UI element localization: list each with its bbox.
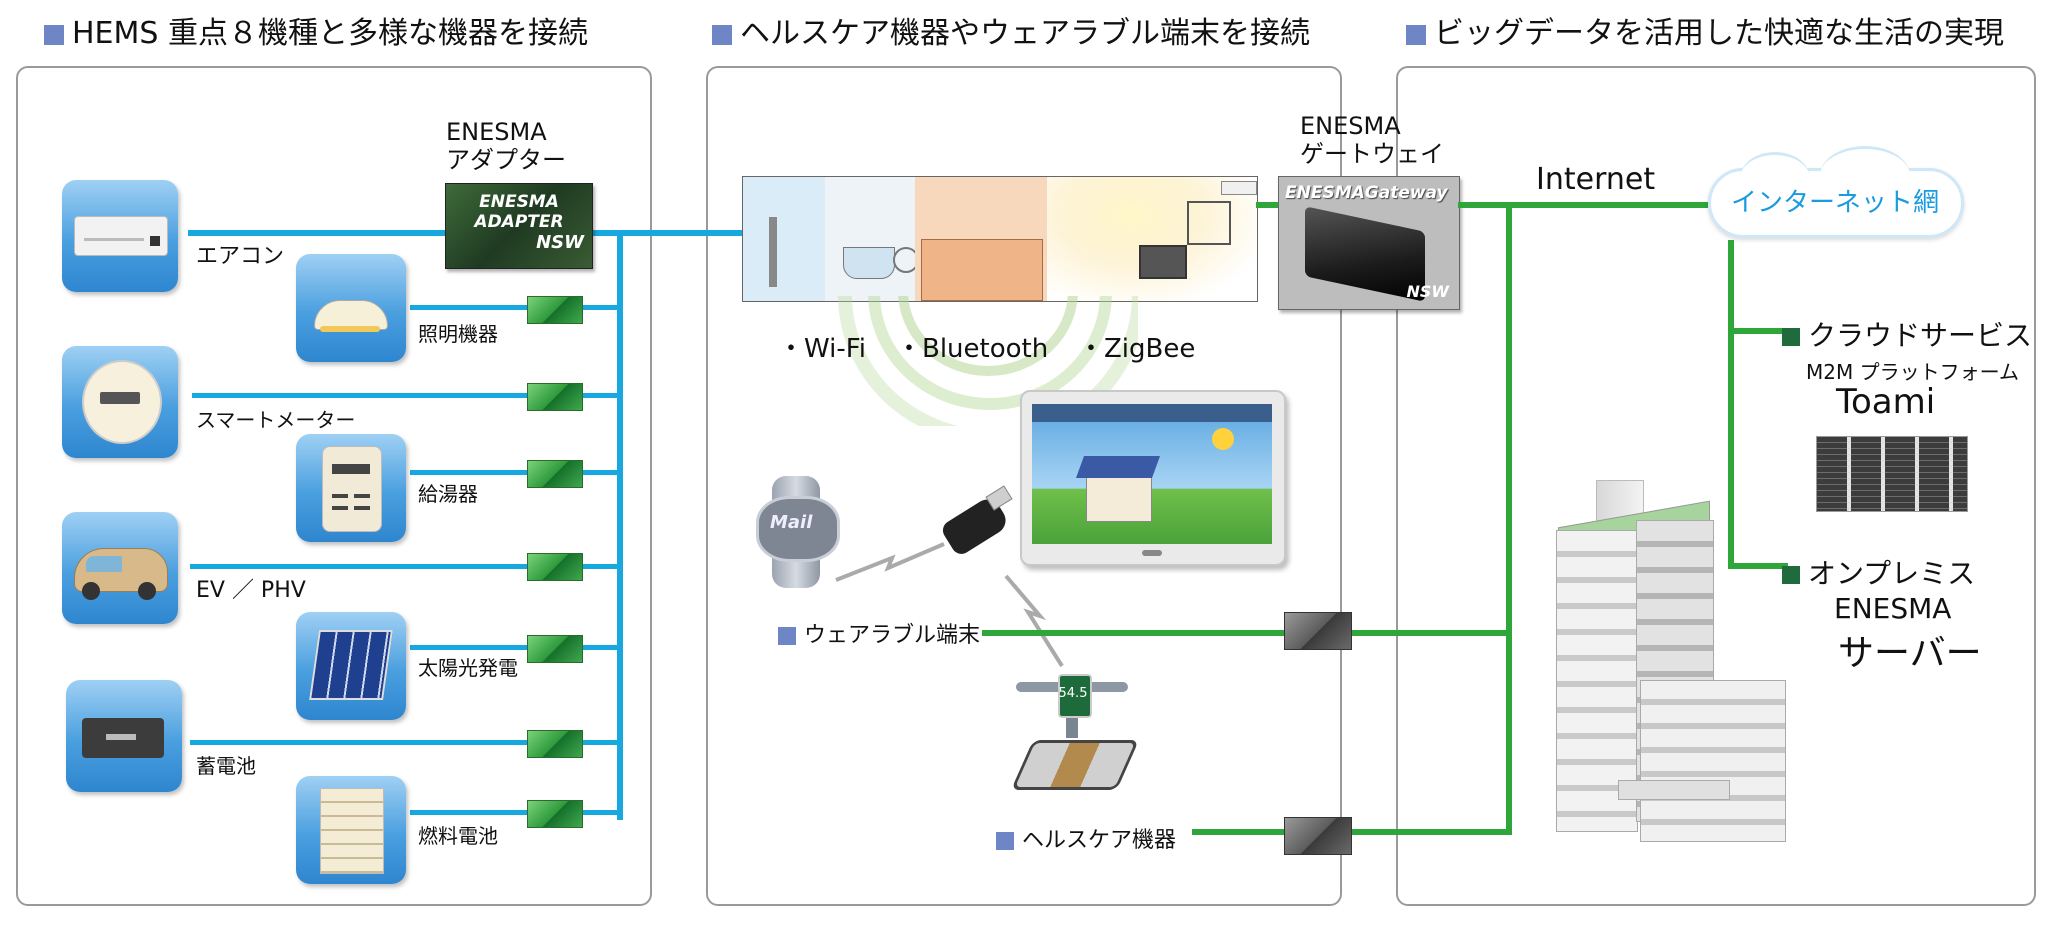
cloud-service-line — [1728, 328, 1788, 334]
body-scale-icon: 54.5 — [1010, 660, 1140, 790]
wireless-zigzag-scale-line — [1004, 574, 1064, 668]
light-line — [410, 305, 620, 310]
protocol-bluetooth: ・Bluetooth — [896, 334, 1049, 364]
protocol-wifi: ・Wi-Fi — [778, 334, 867, 364]
device-label-light: 照明機器 — [418, 322, 498, 346]
bluetooth-link-icon — [835, 542, 945, 582]
gateway-title-line1: ENESMA — [1300, 112, 1401, 140]
storage-battery-icon — [66, 680, 182, 792]
server-line2: サーバー — [1838, 633, 1982, 674]
relay-fuelcell — [527, 800, 583, 828]
platform-subtitle: M2M プラットフォーム — [1806, 360, 2019, 384]
office-building-icon — [1556, 480, 1786, 860]
solar-panel-icon — [296, 612, 406, 720]
device-label-meter: スマートメーター — [196, 408, 356, 432]
wearable-marker-icon — [778, 627, 796, 645]
cloud-bus-line — [1728, 240, 1734, 568]
watch-text: Mail — [770, 512, 813, 533]
adapter-title-line1: ENESMA — [446, 118, 547, 146]
device-label-car: EV ／ PHV — [196, 578, 306, 603]
heading-hems-text: HEMS 重点８機種と多様な機器を接続 — [72, 16, 588, 51]
cloud-label: インターネット網 — [1730, 188, 1939, 218]
wearable-label: ウェアラブル端末 — [778, 617, 980, 649]
enesma-gateway-box: ENESMAGateway NSW — [1278, 176, 1460, 310]
cloud-service-marker-icon — [1782, 328, 1800, 346]
heading-square-icon — [712, 24, 732, 45]
onpremise-label: オンプレミス — [1782, 552, 1975, 592]
fuelcell-line — [410, 810, 620, 815]
ceiling-light-icon — [296, 254, 406, 362]
relay-heater — [527, 460, 583, 488]
solar-line — [410, 645, 620, 650]
heading-square-icon — [1406, 24, 1426, 45]
gateway-title: ENESMA ゲートウェイ — [1300, 112, 1444, 168]
adapter-box-brand: NSW — [536, 232, 584, 253]
internet-cloud-icon: インターネット網 — [1700, 146, 1970, 242]
protocol-zigbee: ・ZigBee — [1078, 334, 1196, 364]
healthcare-marker-icon — [996, 832, 1014, 850]
heater-line — [410, 470, 620, 475]
gateway-box-label: ENESMAGateway — [1285, 183, 1448, 203]
smart-meter-icon — [62, 346, 178, 458]
meter-line — [192, 393, 620, 398]
onpremise-marker-icon — [1782, 566, 1800, 584]
tablet-display-icon — [1020, 390, 1286, 566]
platform-name: Toami — [1836, 382, 1936, 422]
scale-reading: 54.5 — [1058, 686, 1088, 701]
relay-meter — [527, 383, 583, 411]
heading-hems: HEMS 重点８機種と多様な機器を接続 — [44, 16, 588, 52]
home-interior-illustration — [742, 176, 1258, 302]
server-rack-icon — [1816, 436, 1968, 512]
internet-label: Internet — [1536, 162, 1656, 197]
healthcare-label-text: ヘルスケア機器 — [1022, 828, 1177, 853]
wearable-line — [982, 630, 1508, 636]
relay-car — [527, 553, 583, 581]
adapter-title: ENESMA アダプター — [446, 118, 566, 174]
cloud-service-label-text: クラウドサービス — [1808, 319, 2033, 352]
fuel-cell-icon — [296, 776, 406, 884]
air-conditioner-icon — [62, 180, 178, 292]
enesma-adapter-box: ENESMA ADAPTER NSW — [445, 183, 593, 269]
relay-light — [527, 296, 583, 324]
device-label-heater: 給湯器 — [418, 482, 478, 506]
device-label-solar: 太陽光発電 — [418, 656, 518, 680]
adapter-box-line2: ADAPTER — [474, 212, 564, 232]
relay-battery — [527, 730, 583, 758]
car-line — [190, 564, 620, 569]
adapter-title-line2: アダプター — [446, 146, 566, 174]
onpremise-line — [1728, 563, 1788, 569]
device-label-aircon: エアコン — [196, 244, 285, 269]
heading-bigdata-text: ビッグデータを活用した快適な生活の実現 — [1434, 16, 2004, 51]
device-label-fuelcell: 燃料電池 — [418, 824, 498, 848]
adapter-box-line1: ENESMA — [479, 192, 559, 212]
smartwatch-icon: Mail — [748, 476, 846, 592]
device-label-battery: 蓄電池 — [196, 754, 256, 778]
healthcare-label: ヘルスケア機器 — [996, 822, 1176, 854]
bus-vertical-line — [617, 230, 623, 820]
gateway-box-brand: NSW — [1406, 282, 1449, 301]
adapter-to-home-line — [620, 230, 742, 236]
wireless-signal-icon — [818, 296, 1138, 426]
internet-line — [1458, 202, 1708, 208]
car-icon — [62, 512, 178, 624]
relay-healthcare — [1284, 817, 1352, 855]
server-line1: ENESMA — [1834, 592, 1952, 625]
heading-healthcare: ヘルスケア機器やウェアラブル端末を接続 — [712, 16, 1310, 52]
onpremise-label-text: オンプレミス — [1808, 557, 1976, 590]
heading-square-icon — [44, 24, 64, 45]
gateway-title-line2: ゲートウェイ — [1300, 140, 1444, 168]
wireless-zigzag-watch — [835, 542, 945, 582]
home-to-gateway-line — [1256, 202, 1278, 208]
scale-link-icon — [1004, 574, 1064, 668]
heading-bigdata: ビッグデータを活用した快適な生活の実現 — [1406, 16, 2004, 52]
water-heater-icon — [296, 434, 406, 542]
relay-wearable — [1284, 612, 1352, 650]
cloud-service-label: クラウドサービス — [1782, 314, 2032, 354]
gateway-bus-line — [1506, 202, 1512, 835]
battery-line — [190, 740, 620, 745]
wearable-label-text: ウェアラブル端末 — [804, 623, 981, 648]
heading-healthcare-text: ヘルスケア機器やウェアラブル端末を接続 — [740, 16, 1310, 51]
relay-solar — [527, 635, 583, 663]
